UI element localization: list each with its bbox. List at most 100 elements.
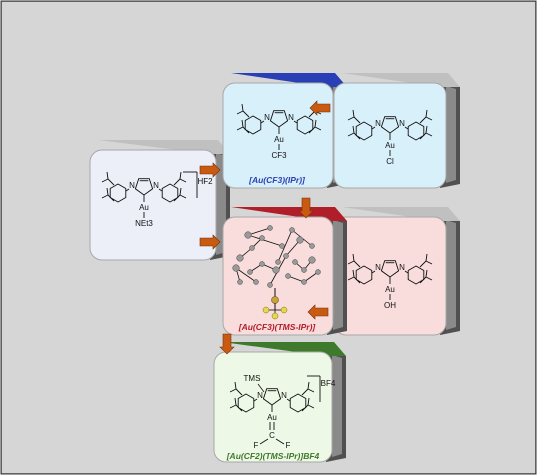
structure-au-oh-ipr-ligand: OH [384, 301, 396, 310]
structure-au-oh-ipr-ipr-1-branch-b [352, 253, 355, 262]
structure-au-cf2-tms-ipr-ipr-2-branch-b [234, 397, 237, 406]
structure-au-cl-ipr-n-left: N [375, 119, 381, 128]
atom-ball-21 [309, 243, 315, 249]
atom-ball-22 [289, 227, 295, 233]
crystal-structure [232, 225, 321, 320]
structure-au-net3-ipr-ipr-1-stem [107, 178, 115, 186]
structure-au-cf3-ipr-ipr-1-stem [242, 110, 250, 118]
arrow-cl-to-cf3-shape [309, 100, 331, 116]
arrow-net3-to-tms-ipr [199, 234, 221, 250]
structure-au-oh-ipr-n-left: N [375, 263, 381, 272]
structure-au-net3-ipr-aryl-right [161, 183, 179, 203]
box-middle-center-face [222, 216, 334, 336]
structure-au-cl-ipr-ipr-2-branch-a [347, 132, 355, 137]
bond-16 [235, 267, 257, 283]
structure-au-oh-ipr-n-right: N [399, 263, 405, 272]
box-bottom-face [213, 351, 333, 463]
bond-3 [247, 227, 271, 236]
structure-au-cf3-ipr-ipr-2-branch-b [241, 119, 244, 128]
structure-au-cf2-tms-ipr-aryl-right [289, 393, 307, 413]
structure-au-oh-ipr-ipr-1-stem [353, 260, 361, 268]
structure-au-cl-ipr-ligand: Cl [386, 157, 394, 166]
structure-au-oh-ipr-ipr-3-stem [419, 260, 427, 268]
atom-ball-9 [315, 269, 321, 275]
structure-au-cf3-ipr-ligand: CF3 [271, 151, 287, 160]
atom-ball-6 [292, 259, 298, 265]
atom-ball-12 [272, 266, 280, 274]
structure-au-net3-ipr-aryl-left [109, 183, 127, 203]
structure-au-cf2-tms-ipr-ipr-1-branch-a [229, 388, 237, 393]
structure-au-cf3-ipr-ipr-1-branch-a [236, 110, 244, 115]
structure-au-cf2-tms-ipr-n-left: N [257, 391, 263, 400]
bond-22 [277, 229, 293, 263]
box-bottom-side-highlight [332, 355, 342, 457]
box-middle-center-side-highlight [333, 220, 343, 330]
structure-au-cf3-ipr-ipr-4-branch-a [314, 126, 322, 131]
structure-au-net3-ipr-au: Au [139, 203, 149, 212]
atom-ball-3 [267, 225, 273, 231]
structure-au-net3-ipr-ipr-4-stem [173, 194, 181, 202]
box-bottom [213, 342, 346, 463]
counter-hf2: HF2 [183, 171, 213, 198]
box-top-left-face [222, 82, 334, 189]
atom-ball-8 [308, 256, 316, 264]
structure-au-cl-ipr-n-aryl-right [404, 126, 409, 130]
structure-au-cf3-ipr-aryl-left [244, 115, 262, 135]
structure-au-cf2-tms-ipr-ipr-4-stem [301, 404, 309, 412]
box-middle-right-face [333, 216, 447, 336]
structure-au-net3-ipr-ipr-1-branch-a [101, 178, 109, 183]
structure-au-oh-ipr-ipr-2-branch-b [352, 269, 355, 278]
structure-au-cl-ipr-ipr-2-branch-b [352, 125, 355, 134]
structure-au-cf3-ipr-n-aryl-left [260, 120, 265, 124]
box-top-right-side-highlight [446, 86, 456, 183]
structure-au-cf2-tms-ipr-ipr-4-branch-b [307, 397, 310, 406]
carbene-c: C [269, 431, 275, 440]
structure-au-oh-ipr-ipr-1-branch-a [347, 260, 355, 265]
structure-au-oh-ipr-ipr-2-stem [353, 276, 361, 284]
structure-au-cl-ipr-ipr-1-branch-a [347, 116, 355, 121]
atom-ball-0 [236, 254, 244, 262]
structure-au-oh-ipr-ipr-2-branch-a [347, 276, 355, 281]
f-ball-2 [271, 312, 279, 320]
arrow-oh-to-tms-ipr-shape [307, 304, 329, 320]
box-middle-center [222, 207, 347, 336]
atom-ball-17 [253, 279, 259, 285]
structure-au-oh-ipr-ipr-3-branch-a [425, 260, 433, 265]
structure-au-net3-ipr-ipr-3-branch-a [179, 178, 187, 183]
arrow-ipr-to-tms-ipr [298, 197, 314, 219]
arrow-to-difluorocarbene-shape [219, 333, 235, 355]
structure-au-oh-ipr-imidazole [380, 260, 400, 278]
arrow-cl-to-cf3 [309, 100, 331, 116]
structure-au-net3-ipr-n-right: N [153, 181, 159, 190]
structure-au-net3-ipr-ligand: NEt3 [135, 219, 153, 228]
structure-au-oh-ipr-ipr-4-stem [419, 276, 427, 284]
structure-au-net3-ipr-ipr-2-stem [107, 194, 115, 202]
box-top-right [333, 73, 460, 189]
structure-au-net3-ipr-n-aryl-right [158, 188, 163, 192]
f-left: F [254, 441, 259, 450]
structure-au-net3-ipr-ipr-3-stem [173, 178, 181, 186]
structure-au-oh-ipr-aryl-left [355, 265, 373, 285]
structure-au-cl-ipr-au: Au [385, 141, 395, 150]
arrow-to-difluorocarbene [219, 333, 235, 355]
structure-au-oh-ipr-au: Au [385, 285, 395, 294]
atom-ball-16 [232, 264, 240, 272]
structure-au-cl-ipr-imidazole [380, 116, 400, 134]
tms-bond [257, 383, 265, 393]
bond-10 [287, 275, 305, 283]
structure-au-cl-ipr-ipr-3-stem [419, 116, 427, 124]
structure-au-cf2-tms-ipr-n-aryl-right [286, 398, 291, 402]
structure-au-net3-ipr-imidazole [134, 178, 154, 196]
structure-au-oh-ipr-n-aryl-right [404, 270, 409, 274]
structure-au-cl-ipr-ipr-3-branch-a [425, 116, 433, 121]
structure-au-cf3-ipr-ipr-2-branch-a [236, 126, 244, 131]
arrow-ipr-to-tms-ipr-shape [298, 197, 314, 219]
atom-ball-15 [237, 279, 243, 285]
structure-au-cf2-tms-ipr-ipr-3-branch-a [307, 388, 315, 393]
structure-au-cf3-ipr-aryl-right [296, 115, 314, 135]
atom-ball-23 [275, 259, 281, 265]
